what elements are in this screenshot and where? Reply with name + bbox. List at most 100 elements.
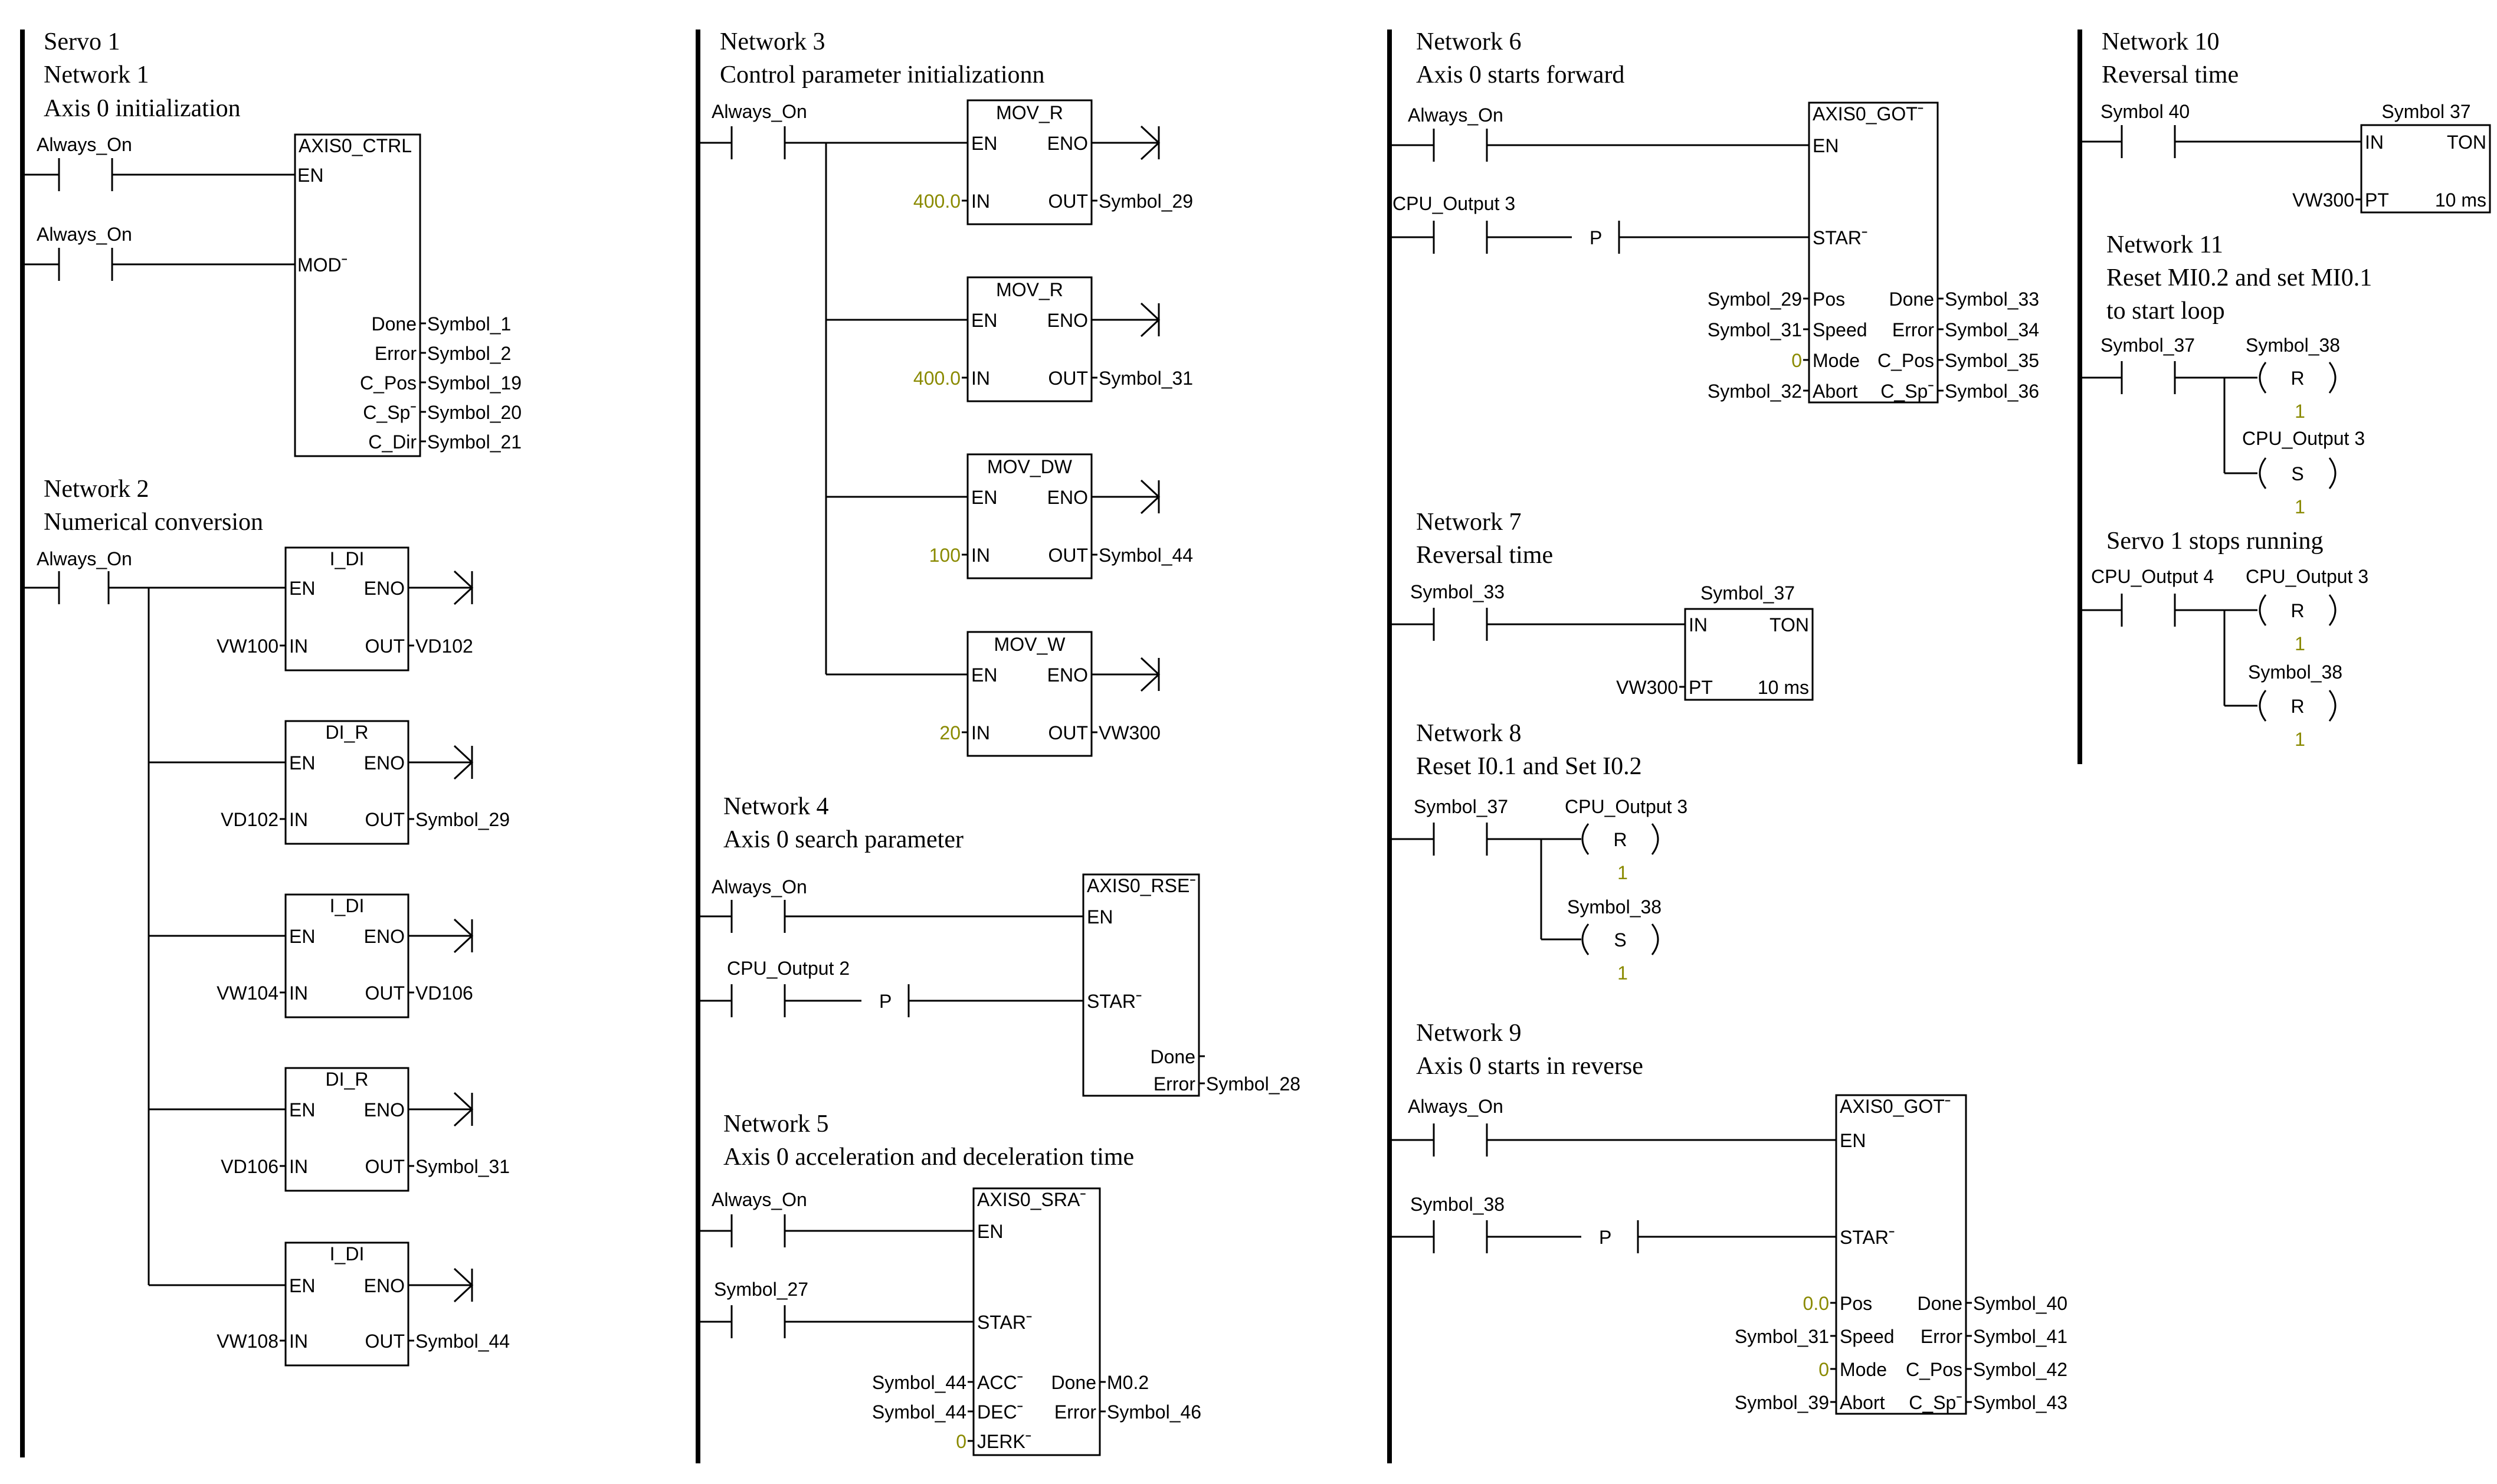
network-2-title: Network 2 <box>44 476 149 503</box>
pin-error: Error <box>1054 1401 1096 1423</box>
pin-pt: PT <box>2365 189 2389 211</box>
pin-jerk: JERKˉ <box>977 1431 1031 1452</box>
pin-c-pos: C_Pos <box>360 372 417 394</box>
constant-value: 0 <box>1818 1359 1829 1380</box>
pin-done: Done <box>1889 289 1935 310</box>
operand: Symbol_2 <box>427 343 511 364</box>
output-arrow-icon <box>453 918 474 954</box>
pin-star: STARˉ <box>1840 1227 1895 1248</box>
pin-eno: ENO <box>364 1275 405 1296</box>
pin-c-sp: C_Spˉ <box>1880 381 1934 402</box>
network-7-description: Reversal time <box>1416 542 1553 569</box>
coil-count: 1 <box>1617 962 1628 984</box>
block-title: AXIS0_SRAˉ <box>977 1189 1086 1210</box>
coil-letter: R <box>2290 696 2304 717</box>
operand: Symbol_44 <box>415 1331 510 1352</box>
operand: VW300 <box>1099 722 1161 743</box>
operand: Symbol_31 <box>415 1156 510 1177</box>
block-title: MOV_DW <box>987 456 1073 477</box>
contact-label: CPU_Output 2 <box>727 958 850 979</box>
coil-label: CPU_Output 3 <box>1565 796 1687 817</box>
timer-type: TON <box>1769 614 1809 635</box>
p-edge-label: P <box>1590 227 1602 248</box>
pin-en: EN <box>971 310 997 331</box>
pin-in: IN <box>971 545 990 566</box>
block-title: DI_R <box>326 722 369 743</box>
pin-star: STARˉ <box>1087 991 1142 1012</box>
network-8-title: Network 8 <box>1416 720 1521 747</box>
output-arrow-icon <box>453 1267 474 1303</box>
pin-error: Error <box>375 343 417 364</box>
pin-in: IN <box>289 1331 308 1352</box>
block-title: MOV_R <box>996 279 1063 300</box>
constant-value: 0.0 <box>1803 1293 1829 1314</box>
output-arrow-icon <box>1140 302 1161 338</box>
network-1-title: Network 1 <box>44 61 149 89</box>
pin-en: EN <box>289 926 315 947</box>
pin-out: OUT <box>1048 191 1088 212</box>
reset-coil-icon <box>1581 823 1590 855</box>
pin-speed: Speed <box>1840 1326 1895 1347</box>
pin-en: EN <box>1087 906 1113 928</box>
pin-error: Error <box>1154 1073 1195 1095</box>
pin-out: OUT <box>1048 368 1088 389</box>
servo1-stop-description: Servo 1 stops running <box>2106 528 2324 555</box>
operand: Symbol_19 <box>427 372 522 394</box>
operand: VD102 <box>415 635 473 657</box>
pin-c-sp: C_Spˉ <box>1909 1392 1962 1413</box>
block-title: MOV_W <box>994 634 1066 655</box>
network-7-rung: Symbol_33 <box>1390 581 1685 641</box>
pin-in: IN <box>289 809 308 830</box>
pin-out: OUT <box>1048 722 1088 743</box>
operand: VW104 <box>217 982 278 1004</box>
pin-eno: ENO <box>1047 133 1088 154</box>
network-4-title: Network 4 <box>723 793 828 820</box>
contact-label: Always_On <box>37 224 132 245</box>
network-5-title: Network 5 <box>723 1110 828 1138</box>
pin-eno: ENO <box>364 1099 405 1121</box>
pin-c-pos: C_Pos <box>1906 1359 1962 1380</box>
block-title: I_DI <box>330 1243 365 1264</box>
contact-label: Always_On <box>1408 1096 1503 1117</box>
pin-in: IN <box>971 368 990 389</box>
network-5-description: Axis 0 acceleration and deceleration tim… <box>723 1144 1134 1171</box>
contact-label: CPU_Output 3 <box>1392 193 1515 214</box>
timer-name: Symbol 37 <box>2381 101 2470 122</box>
network-1-rung: Always_On Always_On <box>22 134 295 281</box>
output-arrow-icon <box>1140 125 1161 160</box>
operand: VD106 <box>415 982 473 1004</box>
pin-error: Error <box>1921 1326 1962 1347</box>
operand: Symbol_1 <box>427 313 511 335</box>
axis-rse-block: AXIS0_RSEˉ EN STARˉ Done Error Symbol_28 <box>1082 873 1300 1097</box>
i-di-block: I_DI EN ENO IN OUT VW108 Symbol_44 <box>217 1241 510 1367</box>
operand: VW108 <box>217 1331 278 1352</box>
coil-letter: R <box>1613 829 1627 850</box>
operand: VW300 <box>2292 189 2354 211</box>
pin-in: IN <box>1689 614 1708 635</box>
pin-in: IN <box>971 191 990 212</box>
i-di-block: I_DI EN ENO IN OUT VW100 VD102 <box>217 546 474 671</box>
pin-pos: Pos <box>1813 289 1845 310</box>
pin-error: Error <box>1892 319 1934 340</box>
operand: Symbol_28 <box>1206 1073 1300 1095</box>
coil-label: Symbol_38 <box>2246 335 2340 356</box>
output-arrow-icon <box>1140 657 1161 692</box>
output-arrow-icon <box>453 745 474 780</box>
coil-letter: R <box>2290 600 2304 621</box>
network-3-description: Control parameter initializationn <box>720 61 1045 89</box>
network-4-rung: Always_On CPU_Output 2 P <box>698 876 1083 1017</box>
pin-en: EN <box>971 487 997 508</box>
coil-label: CPU_Output 3 <box>2242 428 2365 449</box>
reset-coil-icon <box>2259 594 2267 626</box>
contact-label: Always_On <box>1408 104 1503 126</box>
network-8-rung: Symbol_37 CPU_Output 3 R 1 Symbol_38 S 1 <box>1390 796 1687 984</box>
coil-count: 1 <box>1617 862 1628 883</box>
pin-eno: ENO <box>1047 487 1088 508</box>
output-arrow-icon <box>453 570 474 605</box>
operand: Symbol_33 <box>1945 289 2039 310</box>
network-11-title: Network 11 <box>2106 231 2223 258</box>
operand: M0.2 <box>1107 1372 1149 1393</box>
coil-letter: R <box>2290 368 2304 389</box>
contact-label: Always_On <box>712 1189 807 1210</box>
pin-done: Done <box>1151 1046 1196 1067</box>
